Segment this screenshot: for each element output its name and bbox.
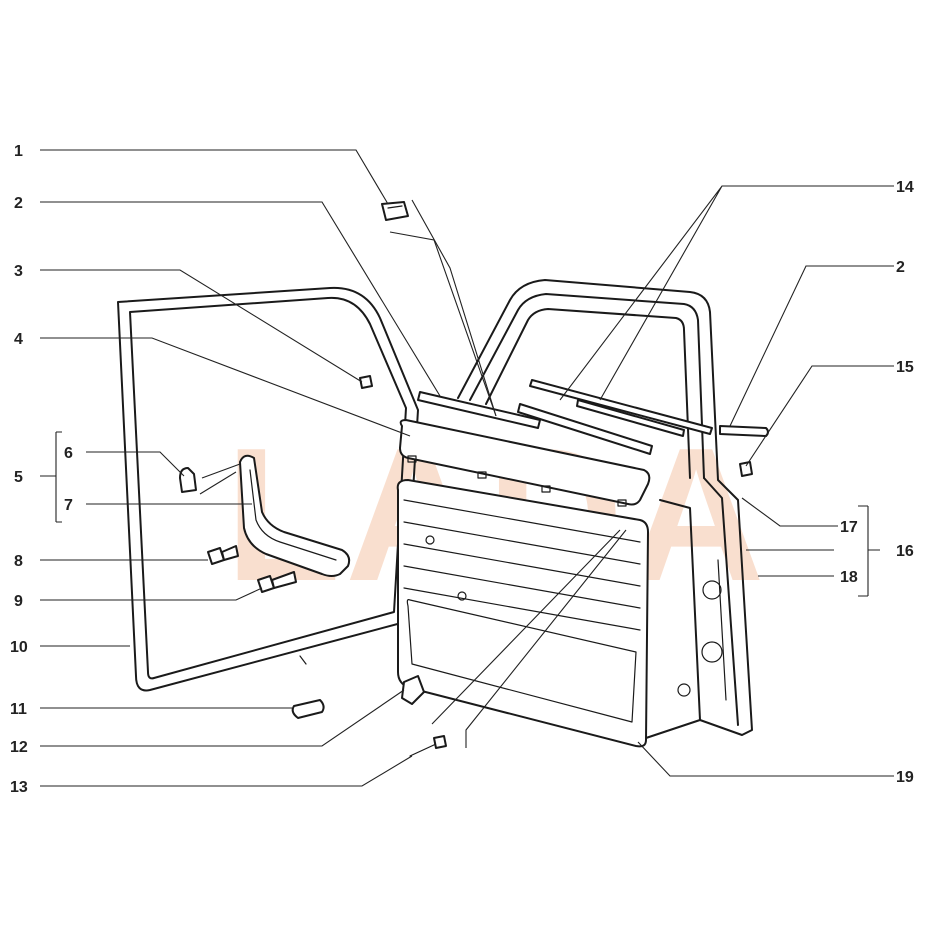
armrest-part-7 <box>239 454 351 577</box>
knob-part-13 <box>409 735 447 757</box>
callout-13: 13 <box>10 779 28 796</box>
cap-part-6 <box>179 467 197 493</box>
callout-2-right: 2 <box>896 259 905 276</box>
window-channel-strips <box>417 379 769 455</box>
callout-1: 1 <box>14 143 23 160</box>
callout-10: 10 <box>10 639 28 656</box>
clip-part-3 <box>359 375 373 389</box>
callout-18: 18 <box>840 569 858 586</box>
callout-2-left: 2 <box>14 195 23 212</box>
callout-6: 6 <box>64 445 73 462</box>
screw-part-8 <box>207 545 239 565</box>
leader-lines <box>40 149 894 787</box>
callout-5: 5 <box>14 469 23 486</box>
callout-16: 16 <box>896 543 914 560</box>
callout-19: 19 <box>896 769 914 786</box>
callout-labels: 1 2 3 4 5 6 7 8 9 10 11 12 13 14 2 15 16… <box>10 143 914 796</box>
callout-15: 15 <box>896 359 914 376</box>
callout-12: 12 <box>10 739 28 756</box>
callout-8: 8 <box>14 553 23 570</box>
callout-4: 4 <box>14 331 23 348</box>
callout-11: 11 <box>10 701 27 718</box>
callout-9: 9 <box>14 593 23 610</box>
callout-7: 7 <box>64 497 73 514</box>
door-trim-panel-part-19 <box>396 479 649 748</box>
armrest-trim-part-4 <box>399 419 651 507</box>
callout-17: 17 <box>840 519 858 536</box>
clip-part-1 <box>381 201 409 221</box>
handle-part-12 <box>401 675 425 705</box>
callout-3: 3 <box>14 263 23 280</box>
door-shell <box>457 279 753 741</box>
sleeve-part-11 <box>291 699 325 719</box>
plug-part-15 <box>739 461 753 477</box>
callout-14: 14 <box>896 179 914 196</box>
